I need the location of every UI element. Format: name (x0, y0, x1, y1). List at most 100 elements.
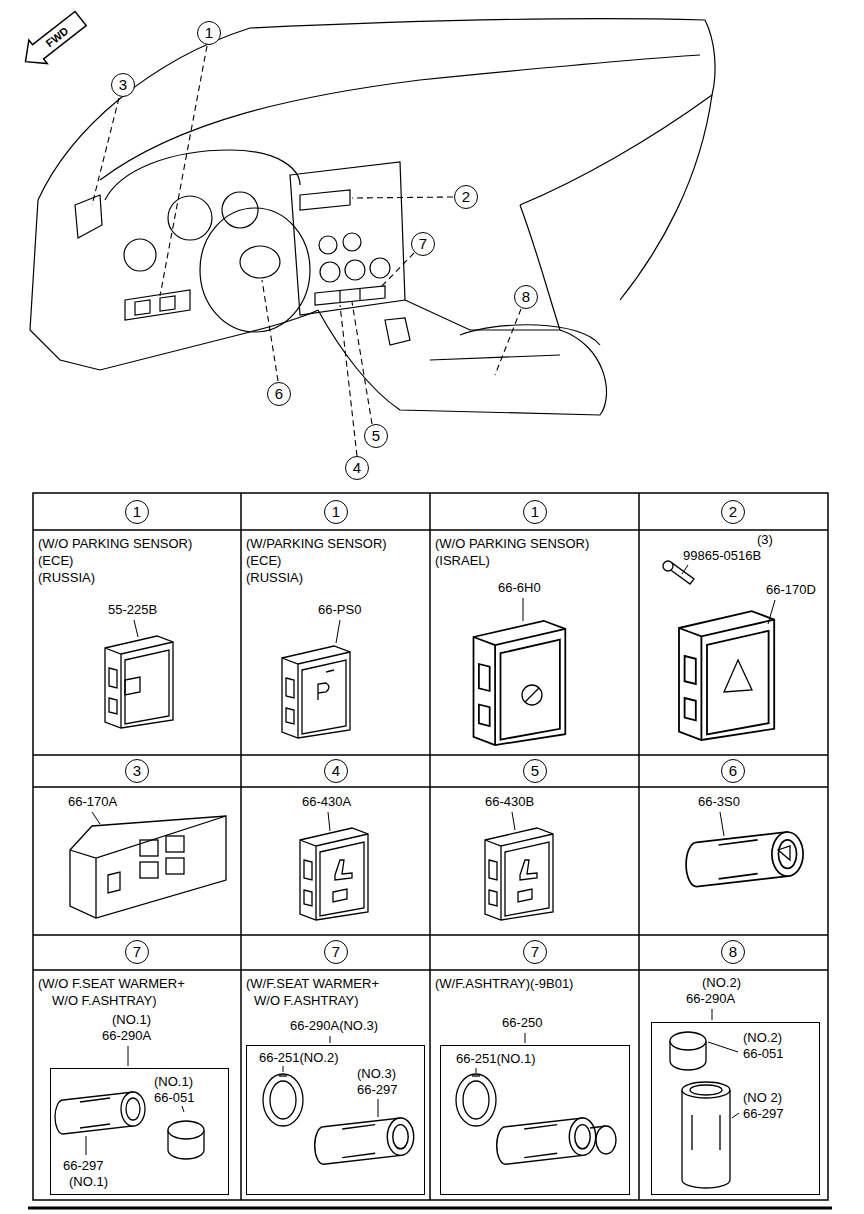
part-label: 66-430B (485, 795, 534, 809)
part-label: (ECE) (38, 554, 73, 568)
callout-number: 6 (268, 383, 290, 404)
callout-number: 7 (325, 941, 347, 962)
callout-leader-lines (352, 197, 453, 198)
part-label: 66-250 (502, 1016, 542, 1030)
part-label: (W/F.ASHTRAY)(-9B01) (435, 977, 573, 991)
callout-circle: 4 (324, 759, 348, 783)
dashboard-illustration (315, 286, 385, 305)
part-leader-lines (134, 620, 138, 637)
callout-number: 1 (524, 501, 546, 522)
part-label: 55-225B (108, 603, 157, 617)
part-label: 66-297 (357, 1083, 397, 1097)
dashboard-illustration (30, 19, 715, 415)
part-group-box: (NO.2)66-051(NO 2)66-297 (651, 1022, 820, 1195)
table-cell: (NO.2)66-290A(NO.2)66-051(NO 2)66-297 (639, 970, 828, 1200)
dashboard-illustration (300, 190, 350, 210)
table-cell: 66-430B (430, 787, 639, 935)
part-label: (RUSSIA) (38, 571, 95, 585)
callout-circle: 1 (324, 500, 348, 524)
callout-leader-lines (160, 46, 207, 296)
part-leader-lines (523, 598, 524, 621)
part-leader-lines (682, 565, 688, 574)
callout-number: 1 (325, 501, 347, 522)
part-leader-lines (182, 1106, 184, 1112)
part-label: 66-6H0 (498, 581, 541, 595)
dashboard-illustration (370, 258, 390, 278)
part-drawings (682, 1082, 730, 1098)
part-leader-lines (768, 600, 775, 624)
part-drawings (300, 828, 368, 920)
part-label: (W/O PARKING SENSOR) (38, 537, 192, 551)
callout-circle: 7 (411, 232, 435, 256)
dashboard-illustration (319, 236, 337, 254)
callout-circle: 1 (523, 500, 547, 524)
callout-circle: 7 (125, 940, 149, 964)
part-drawings (686, 832, 803, 887)
part-label: (W/O F.SEAT WARMER+ (38, 977, 185, 991)
callout-number: 1 (126, 501, 148, 522)
callout-number: 7 (126, 941, 148, 962)
dashboard-illustration (430, 355, 560, 360)
part-drawings (690, 1085, 722, 1095)
table-cell: (3)99865-0516B66-170D (639, 530, 828, 755)
part-drawings (166, 836, 184, 852)
part-leader-lines (378, 1099, 379, 1117)
part-leader-lines (708, 1042, 738, 1052)
callout-leader-lines (92, 98, 119, 205)
part-drawings (692, 1115, 720, 1150)
part-drawings (456, 1074, 496, 1126)
dashboard-illustration (125, 290, 190, 320)
callout-leader-lines (495, 309, 521, 375)
fwd-arrow (16, 7, 90, 74)
part-group-box: 66-251(NO.2)(NO.3)66-297 (246, 1045, 425, 1195)
callout-leader-lines (262, 280, 278, 381)
part-group-box: 66-251(NO.1) (440, 1045, 630, 1195)
part-label: (NO.1) (154, 1075, 193, 1089)
dashboard-illustration (38, 19, 705, 200)
table-cell: (W/O F.SEAT WARMER+ W/O F.ASHTRAY) (NO.1) 6… (33, 970, 241, 1200)
callout-number: 3 (126, 760, 148, 781)
part-label: (ECE) (246, 554, 281, 568)
callout-number: 2 (722, 501, 744, 522)
parts-table-grid (33, 493, 828, 1200)
callout-number: 5 (524, 760, 546, 781)
callout-circle: 7 (523, 940, 547, 964)
part-drawings (315, 1118, 414, 1164)
part-label: (W/F.SEAT WARMER+ (246, 977, 379, 991)
callout-circle: 7 (324, 940, 348, 964)
callout-number: 4 (325, 760, 347, 781)
part-group-box: (NO.1)66-05166-297(NO.1) (50, 1068, 229, 1195)
callout-number: 5 (365, 425, 387, 446)
part-drawings (70, 816, 226, 918)
part-drawings (166, 858, 184, 874)
part-leader-lines (328, 812, 330, 831)
part-label: (RUSSIA) (246, 571, 303, 585)
part-leader-lines (86, 1136, 87, 1155)
fwd-arrow (16, 7, 90, 74)
part-drawings (55, 561, 803, 1188)
part-label: 66-170A (68, 795, 117, 809)
part-drawings (670, 1032, 706, 1070)
part-label: 66-051 (154, 1091, 194, 1105)
callout-circle: 8 (721, 940, 745, 964)
part-drawings (105, 636, 173, 728)
callout-number: 7 (412, 233, 434, 254)
parts-table-grid (33, 530, 828, 970)
part-drawings (125, 677, 140, 695)
callout-number: 1 (198, 22, 220, 43)
part-drawings (140, 840, 158, 856)
table-cell: (W/F.SEAT WARMER+W/O F.ASHTRAY)66-290A(N… (241, 970, 430, 1200)
callout-circle: 2 (721, 500, 745, 524)
dashboard-illustration (620, 95, 712, 300)
dashboard-illustration (320, 262, 340, 282)
part-leader-lines (128, 1046, 129, 1066)
table-cell: 66-430A (241, 787, 430, 935)
part-leader-lines (732, 1113, 739, 1118)
part-drawings (682, 1090, 730, 1188)
part-drawings (522, 685, 542, 705)
part-label: W/O F.ASHTRAY) (52, 994, 156, 1008)
callout-circle: 1 (197, 21, 221, 45)
callout-number: 7 (524, 941, 546, 962)
part-leader-lines (525, 1033, 526, 1043)
